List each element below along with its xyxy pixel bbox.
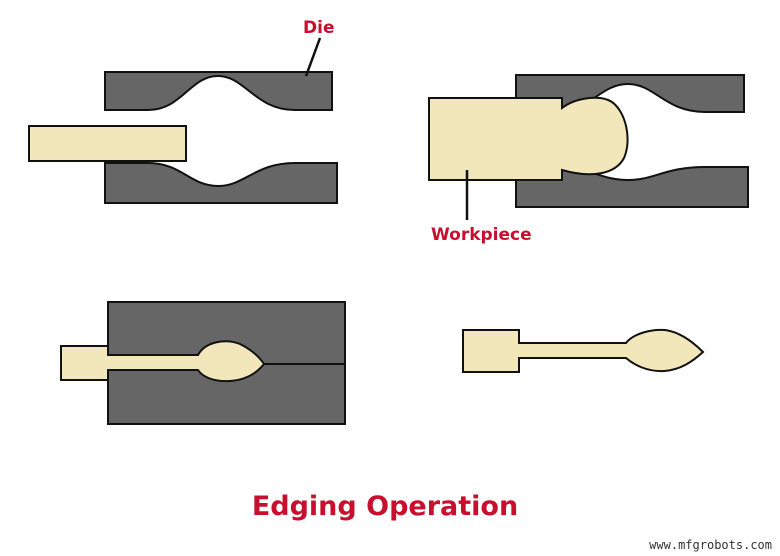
stage-1 bbox=[28, 71, 338, 204]
stage-4-finished-part bbox=[462, 328, 705, 373]
stage-1-workpiece-bar bbox=[28, 125, 187, 162]
credit-text: www.mfgrobots.com bbox=[649, 538, 772, 552]
stage-2-workpiece bbox=[428, 96, 629, 181]
workpiece-label: Workpiece bbox=[431, 225, 532, 245]
stage-4 bbox=[462, 328, 705, 373]
die-leader-line bbox=[304, 37, 322, 77]
stage-2 bbox=[428, 74, 749, 208]
stage-3 bbox=[60, 301, 346, 425]
diagram-title: Edging Operation bbox=[252, 491, 518, 522]
stage-1-lower-die bbox=[104, 162, 338, 204]
stage-1-upper-die bbox=[104, 71, 333, 111]
die-label: Die bbox=[303, 18, 334, 38]
stage-3-formed-part bbox=[60, 340, 266, 383]
